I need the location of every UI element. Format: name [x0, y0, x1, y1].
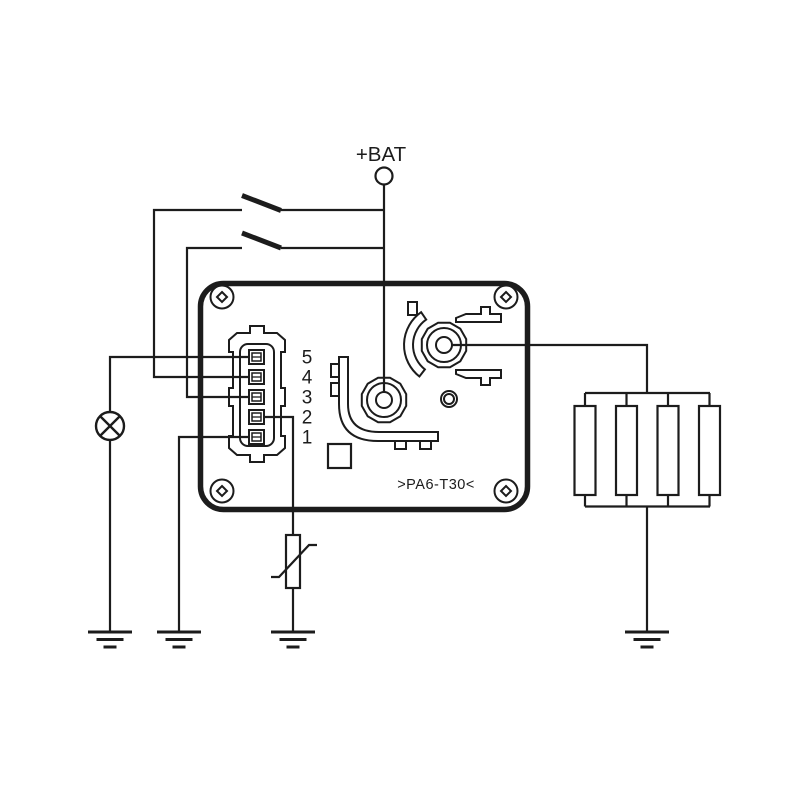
wire-pin1-to-ground — [177, 435, 249, 632]
material-marking: >PA6-T30< — [397, 477, 475, 493]
switch-blade-icon — [241, 230, 282, 251]
pin-label-3: 3 — [302, 388, 313, 409]
glow-plug-4 — [697, 404, 722, 497]
battery-terminal: +BAT — [356, 143, 407, 186]
wire-output-to-glow-plugs — [452, 343, 649, 393]
upper-switch — [241, 193, 282, 213]
wire-lower-switch-to-pin3 — [185, 246, 249, 399]
pin-label-1: 1 — [302, 428, 313, 449]
busbar-c-bracket — [403, 301, 428, 378]
bracket-tab — [394, 440, 407, 450]
lower-switch — [241, 230, 282, 251]
pin-label-4: 4 — [302, 368, 313, 389]
bracket-tab — [419, 440, 432, 450]
diamond-hole-icon — [215, 484, 229, 498]
mount-hole-bottom-left — [209, 478, 235, 504]
wire-pin2-to-sensor — [264, 415, 295, 535]
ground-symbol-pin1 — [157, 630, 201, 649]
glow-plug-2 — [614, 404, 639, 497]
diamond-hole-icon — [215, 290, 229, 304]
connector-pin-5 — [248, 349, 265, 365]
bracket-tab — [330, 382, 340, 397]
glow-plug-1 — [573, 404, 597, 497]
wire-lamp-to-pin5 — [108, 355, 249, 412]
mount-hole-top-left — [209, 284, 235, 310]
connector-pin-4 — [248, 369, 265, 385]
rivet-circle — [440, 390, 458, 408]
connector-pin-2 — [248, 409, 265, 425]
thermistor-strike-icon — [271, 543, 317, 579]
glow-plug-3 — [656, 404, 680, 497]
ground-symbol-glow-plugs — [625, 630, 669, 649]
switch-blade-icon — [241, 193, 282, 213]
contact-bracket-upper — [455, 306, 502, 323]
terminal-stud-battery — [360, 376, 408, 424]
ground-symbol-lamp — [88, 630, 132, 649]
pin-label-5: 5 — [302, 348, 313, 369]
mount-hole-top-right — [493, 284, 519, 310]
glow-plug-stubs — [583, 393, 711, 507]
busbar-l-bracket — [330, 356, 439, 450]
diamond-hole-icon — [499, 484, 513, 498]
mount-hole-bottom-right — [493, 478, 519, 504]
wiring — [108, 184, 649, 632]
bracket-tab — [407, 301, 418, 316]
battery-terminal-icon — [374, 166, 394, 186]
connector-pin-1 — [248, 429, 265, 445]
lamp-cross-icon — [99, 415, 121, 437]
glow-plugs — [573, 391, 722, 508]
battery-label: +BAT — [356, 143, 407, 166]
temperature-sensor — [271, 533, 317, 590]
contact-bracket-lower — [455, 369, 502, 386]
relay-housing: 5 4 3 2 1 — [197, 280, 531, 513]
square-window — [326, 442, 353, 470]
ground-symbol-sensor — [271, 630, 315, 649]
connector-pin-3 — [248, 389, 265, 405]
diamond-hole-icon — [499, 290, 513, 304]
pin-label-2: 2 — [302, 408, 313, 429]
indicator-lamp — [94, 410, 126, 442]
connector-5pin — [228, 325, 286, 463]
wire-upper-switch-to-pin4 — [152, 208, 249, 379]
bracket-tab — [330, 363, 340, 378]
